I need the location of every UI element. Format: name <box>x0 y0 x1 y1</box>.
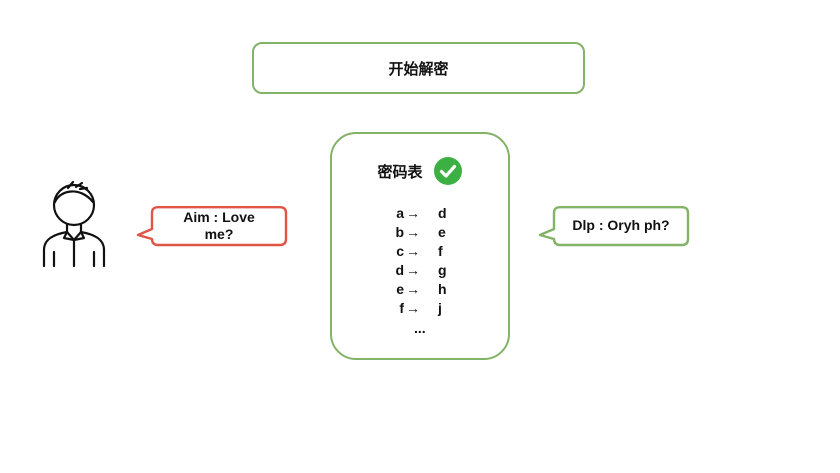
mapping-source: b <box>395 224 404 240</box>
mapping-ellipsis: ... <box>414 320 426 336</box>
right-arrow-icon: → <box>406 224 420 240</box>
mapping-row: e → h <box>390 280 470 299</box>
mapping-source: a <box>396 205 404 221</box>
ciphertext-text: Dlp : Oryh ph? <box>572 217 670 233</box>
plaintext-line-1: Aim : Love <box>183 209 255 225</box>
right-arrow-icon: → <box>406 281 420 297</box>
person-icon <box>42 180 106 268</box>
mapping-target: d <box>438 205 447 221</box>
cipher-header: 密码表 <box>332 156 508 186</box>
plaintext-bubble-shape <box>136 206 288 247</box>
ciphertext-bubble-shape <box>538 206 690 247</box>
mapping-target: j <box>438 300 442 316</box>
mapping-source: c <box>396 243 404 259</box>
cipher-mapping-list: a → d b → e c → f d → g e → h f → j <box>390 204 470 318</box>
cipher-table-card: 密码表 a → d b → e c → f d → g e → h <box>330 132 510 360</box>
mapping-row: c → f <box>390 242 470 261</box>
right-arrow-icon: → <box>406 262 420 278</box>
mapping-row: b → e <box>390 223 470 242</box>
cipher-table-title: 密码表 <box>377 163 423 181</box>
right-arrow-icon: → <box>406 243 420 259</box>
mapping-row: d → g <box>390 261 470 280</box>
plaintext-speech-bubble: Aim : Love me? <box>136 205 288 247</box>
check-circle-icon <box>433 157 462 185</box>
mapping-target: g <box>438 262 447 278</box>
mapping-target: h <box>438 281 447 297</box>
mapping-target: f <box>438 243 443 259</box>
mapping-row: a → d <box>390 204 470 223</box>
mapping-source: e <box>396 281 404 297</box>
right-arrow-icon: → <box>406 300 420 316</box>
right-arrow-icon: → <box>406 205 420 221</box>
mapping-source: d <box>395 262 404 278</box>
mapping-row: f → j <box>390 299 470 318</box>
decrypt-title-box: 开始解密 <box>252 42 585 94</box>
mapping-target: e <box>438 224 446 240</box>
ciphertext-speech-bubble: Dlp : Oryh ph? <box>538 205 690 247</box>
decrypt-title: 开始解密 <box>388 60 449 78</box>
plaintext-line-2: me? <box>204 226 234 242</box>
mapping-source: f <box>399 300 404 316</box>
